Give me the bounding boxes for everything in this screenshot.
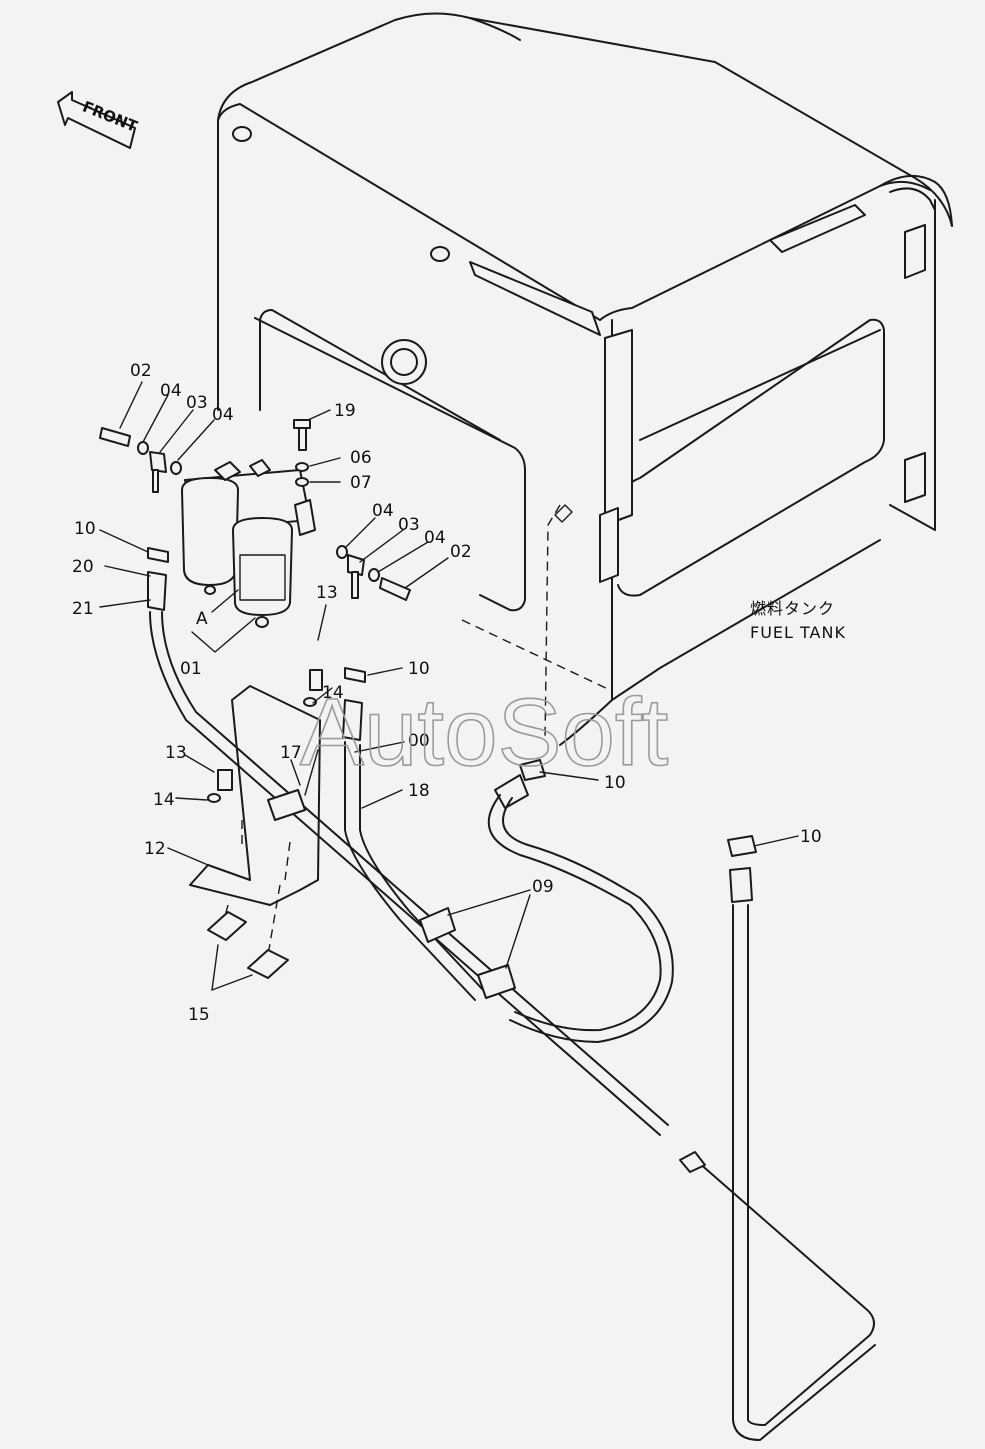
callout-15: 15 [188,1005,210,1025]
callout-09: 09 [532,877,554,897]
callout-13: 13 [165,743,187,763]
callout-leaders [99,381,799,991]
callout-13: 13 [316,583,338,603]
front-direction-arrow [57,91,136,149]
callout-12: 12 [144,839,166,859]
callout-10: 10 [604,773,626,793]
callout-03: 03 [398,515,420,535]
callout-20: 20 [72,557,94,577]
callout-10: 10 [74,519,96,539]
fuel-filter-assembly [181,459,316,628]
tank-label-english: FUEL TANK [750,623,846,642]
callout-17: 17 [280,743,302,763]
mount-bolt-stack [293,419,311,487]
callout-19: 19 [334,401,356,421]
filter-bracket [189,669,323,979]
tank-label-japanese: 燃料タンク [750,599,835,618]
fuel-tank [217,12,953,746]
callout-02: 02 [130,361,152,381]
callout-06: 06 [350,448,372,468]
callout-04: 04 [424,528,446,548]
callout-10: 10 [408,659,430,679]
callout-02: 02 [450,542,472,562]
right-banjo-fitting [336,545,411,683]
fuel-pipes [147,571,876,1441]
left-banjo-fitting [99,427,182,563]
callout-04: 04 [372,501,394,521]
callout-01: 01 [180,659,202,679]
callout-03: 03 [186,393,208,413]
callout-07: 07 [350,473,372,493]
callout-18: 18 [408,781,430,801]
callout-04: 04 [160,381,182,401]
callout-labels: 02 04 03 04 19 06 07 04 03 04 02 10 20 2… [72,98,846,1025]
callout-14: 14 [153,790,175,810]
callout-04: 04 [212,405,234,425]
callout-10: 10 [800,827,822,847]
callout-A: A [196,609,208,629]
callout-21: 21 [72,599,94,619]
callout-14: 14 [322,683,344,703]
watermark: AutoSoft [300,679,668,786]
callout-00: 00 [408,731,430,751]
